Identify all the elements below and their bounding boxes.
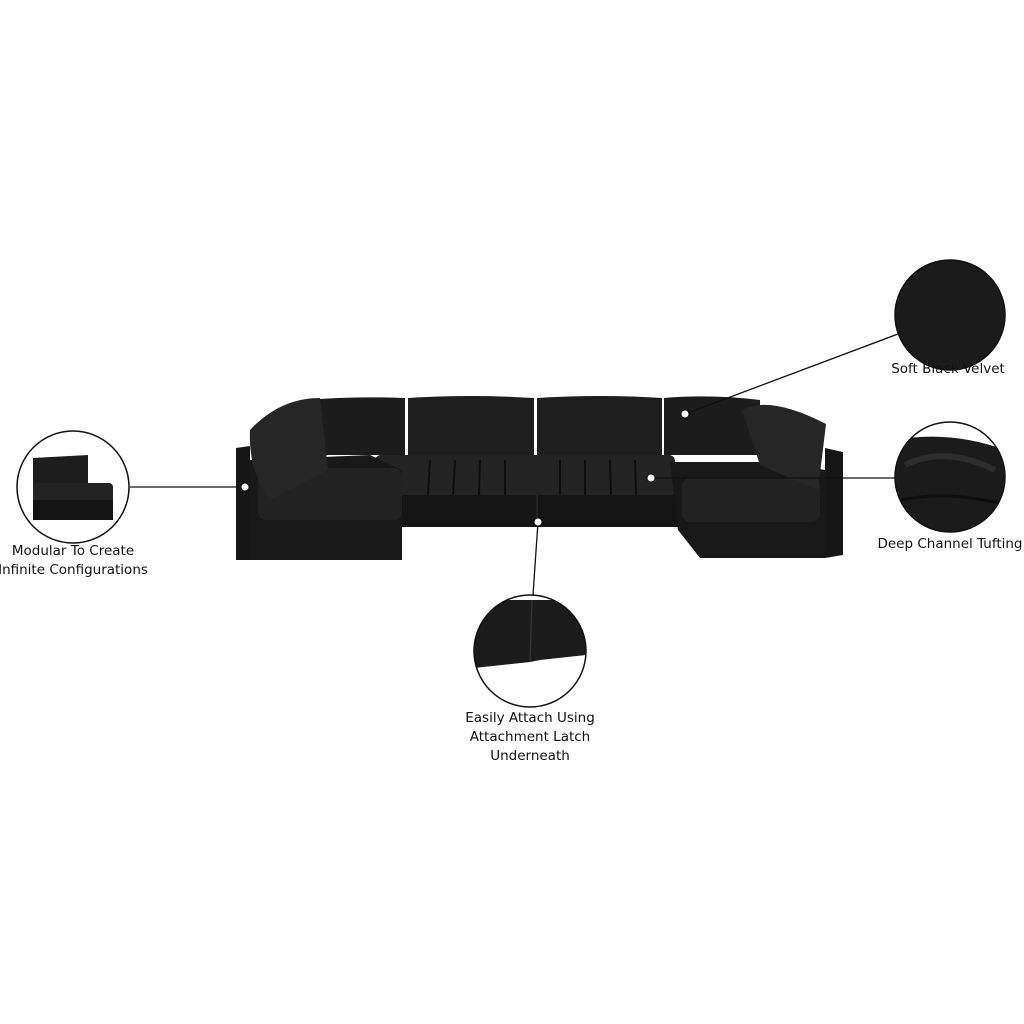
velvet-label-line: Soft Black Velvet	[891, 361, 1005, 377]
modular-label-line: Modular To Create	[11, 543, 135, 559]
tufting-callout-label: Deep Channel Tufting	[877, 535, 1022, 554]
attach-label-line: Easily Attach Using	[465, 710, 595, 726]
velvet-detail-circle	[894, 259, 1006, 371]
attach-detail-circle	[473, 594, 587, 708]
modular-detail-circle	[16, 430, 130, 544]
attach-label-line: Attachment Latch	[469, 729, 591, 745]
tufting-detail-circle	[894, 421, 1006, 533]
callout-lines	[130, 333, 899, 596]
tufting-label-line: Deep Channel Tufting	[877, 536, 1023, 552]
modular-label-line: Infinite Configurations	[0, 562, 148, 578]
callout-dots	[240, 409, 690, 527]
velvet-callout-label: Soft Black Velvet	[891, 360, 1005, 379]
sectional-sofa	[236, 396, 843, 560]
attach-callout-label: Easily Attach Using Attachment Latch Und…	[465, 709, 595, 766]
attach-label-line: Underneath	[490, 748, 570, 764]
modular-callout-label: Modular To Create Infinite Configuration…	[0, 542, 148, 580]
